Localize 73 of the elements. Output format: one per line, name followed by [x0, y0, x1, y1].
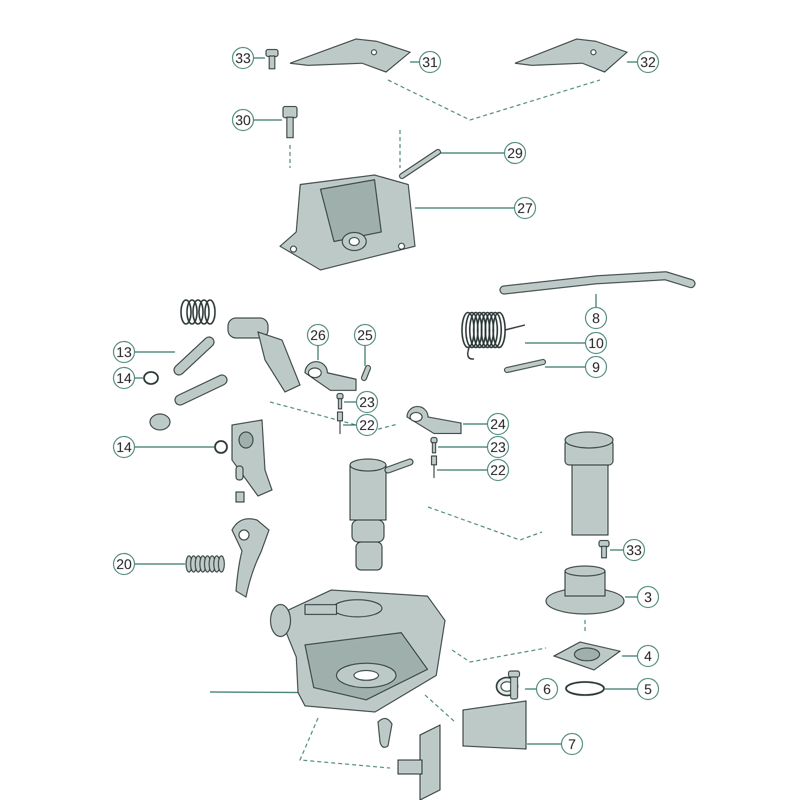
- callout-number: 31: [419, 51, 441, 73]
- leader-line: [437, 469, 487, 471]
- screw: [265, 49, 279, 69]
- leader-line: [527, 743, 561, 745]
- leader-line: [364, 346, 366, 366]
- shaft: [175, 338, 213, 374]
- callout-number: 6: [536, 678, 558, 700]
- housing: [280, 175, 415, 270]
- callout-number: 13: [113, 341, 135, 363]
- pin: [431, 456, 437, 478]
- leader-line: [463, 423, 487, 425]
- leader-line: [525, 342, 585, 344]
- bolt: [282, 106, 298, 138]
- leader-line: [595, 294, 597, 307]
- ring: [143, 371, 159, 385]
- callout-number: 26: [307, 324, 329, 346]
- guide-plate: [462, 700, 527, 750]
- spring: [460, 310, 525, 360]
- callout-number: 4: [637, 645, 659, 667]
- leader-line: [440, 152, 504, 154]
- leader-line: [135, 563, 185, 565]
- screw: [336, 393, 344, 409]
- wear-plate: [552, 640, 622, 672]
- leader-line: [344, 401, 356, 403]
- leader-line: [254, 119, 282, 121]
- callout-number: 30: [232, 109, 254, 131]
- leader-line: [135, 351, 175, 353]
- leader-line: [438, 446, 487, 448]
- callout-number: 3: [637, 586, 659, 608]
- pin: [337, 412, 343, 434]
- ring: [565, 681, 605, 696]
- callout-number: 25: [354, 324, 376, 346]
- leader-line: [525, 688, 536, 690]
- bracket: [303, 360, 358, 392]
- callout-number: 5: [637, 678, 659, 700]
- callout-number: 23: [356, 391, 378, 413]
- leader-line: [625, 596, 637, 598]
- callout-number: 32: [637, 51, 659, 73]
- bracket: [405, 405, 463, 435]
- screw: [430, 437, 438, 453]
- callout-number: 20: [113, 553, 135, 575]
- callout-number: 14: [113, 436, 135, 458]
- callout-number: 22: [487, 459, 509, 481]
- leader-line: [545, 366, 585, 368]
- leader-line: [317, 346, 319, 360]
- leader-line: [610, 549, 623, 551]
- pin: [400, 150, 440, 178]
- pin: [505, 360, 545, 372]
- callout-number: 29: [504, 142, 526, 164]
- screw: [598, 540, 610, 558]
- leader-line: [622, 655, 637, 657]
- leader-line: [605, 688, 637, 690]
- callout-number: 14: [113, 367, 135, 389]
- leader-line: [254, 57, 265, 59]
- ring: [214, 440, 228, 454]
- callout-number: 33: [623, 539, 645, 561]
- callout-number: 22: [356, 414, 378, 436]
- pin: [362, 366, 370, 380]
- leader-line: [415, 207, 514, 209]
- leader-line: [627, 61, 637, 63]
- callout-number: 9: [585, 356, 607, 378]
- callout-number: 33: [232, 47, 254, 69]
- coupling-housing: [270, 590, 445, 712]
- leader-line: [135, 446, 214, 448]
- leader-line: [343, 424, 356, 426]
- callout-number: 10: [585, 332, 607, 354]
- callout-number: 8: [585, 307, 607, 329]
- callout-number: 27: [514, 197, 536, 219]
- flange: [545, 565, 625, 615]
- callout-number: 7: [561, 733, 583, 755]
- callout-number: 24: [487, 413, 509, 435]
- callout-number: 23: [487, 436, 509, 458]
- leader-line: [210, 691, 298, 694]
